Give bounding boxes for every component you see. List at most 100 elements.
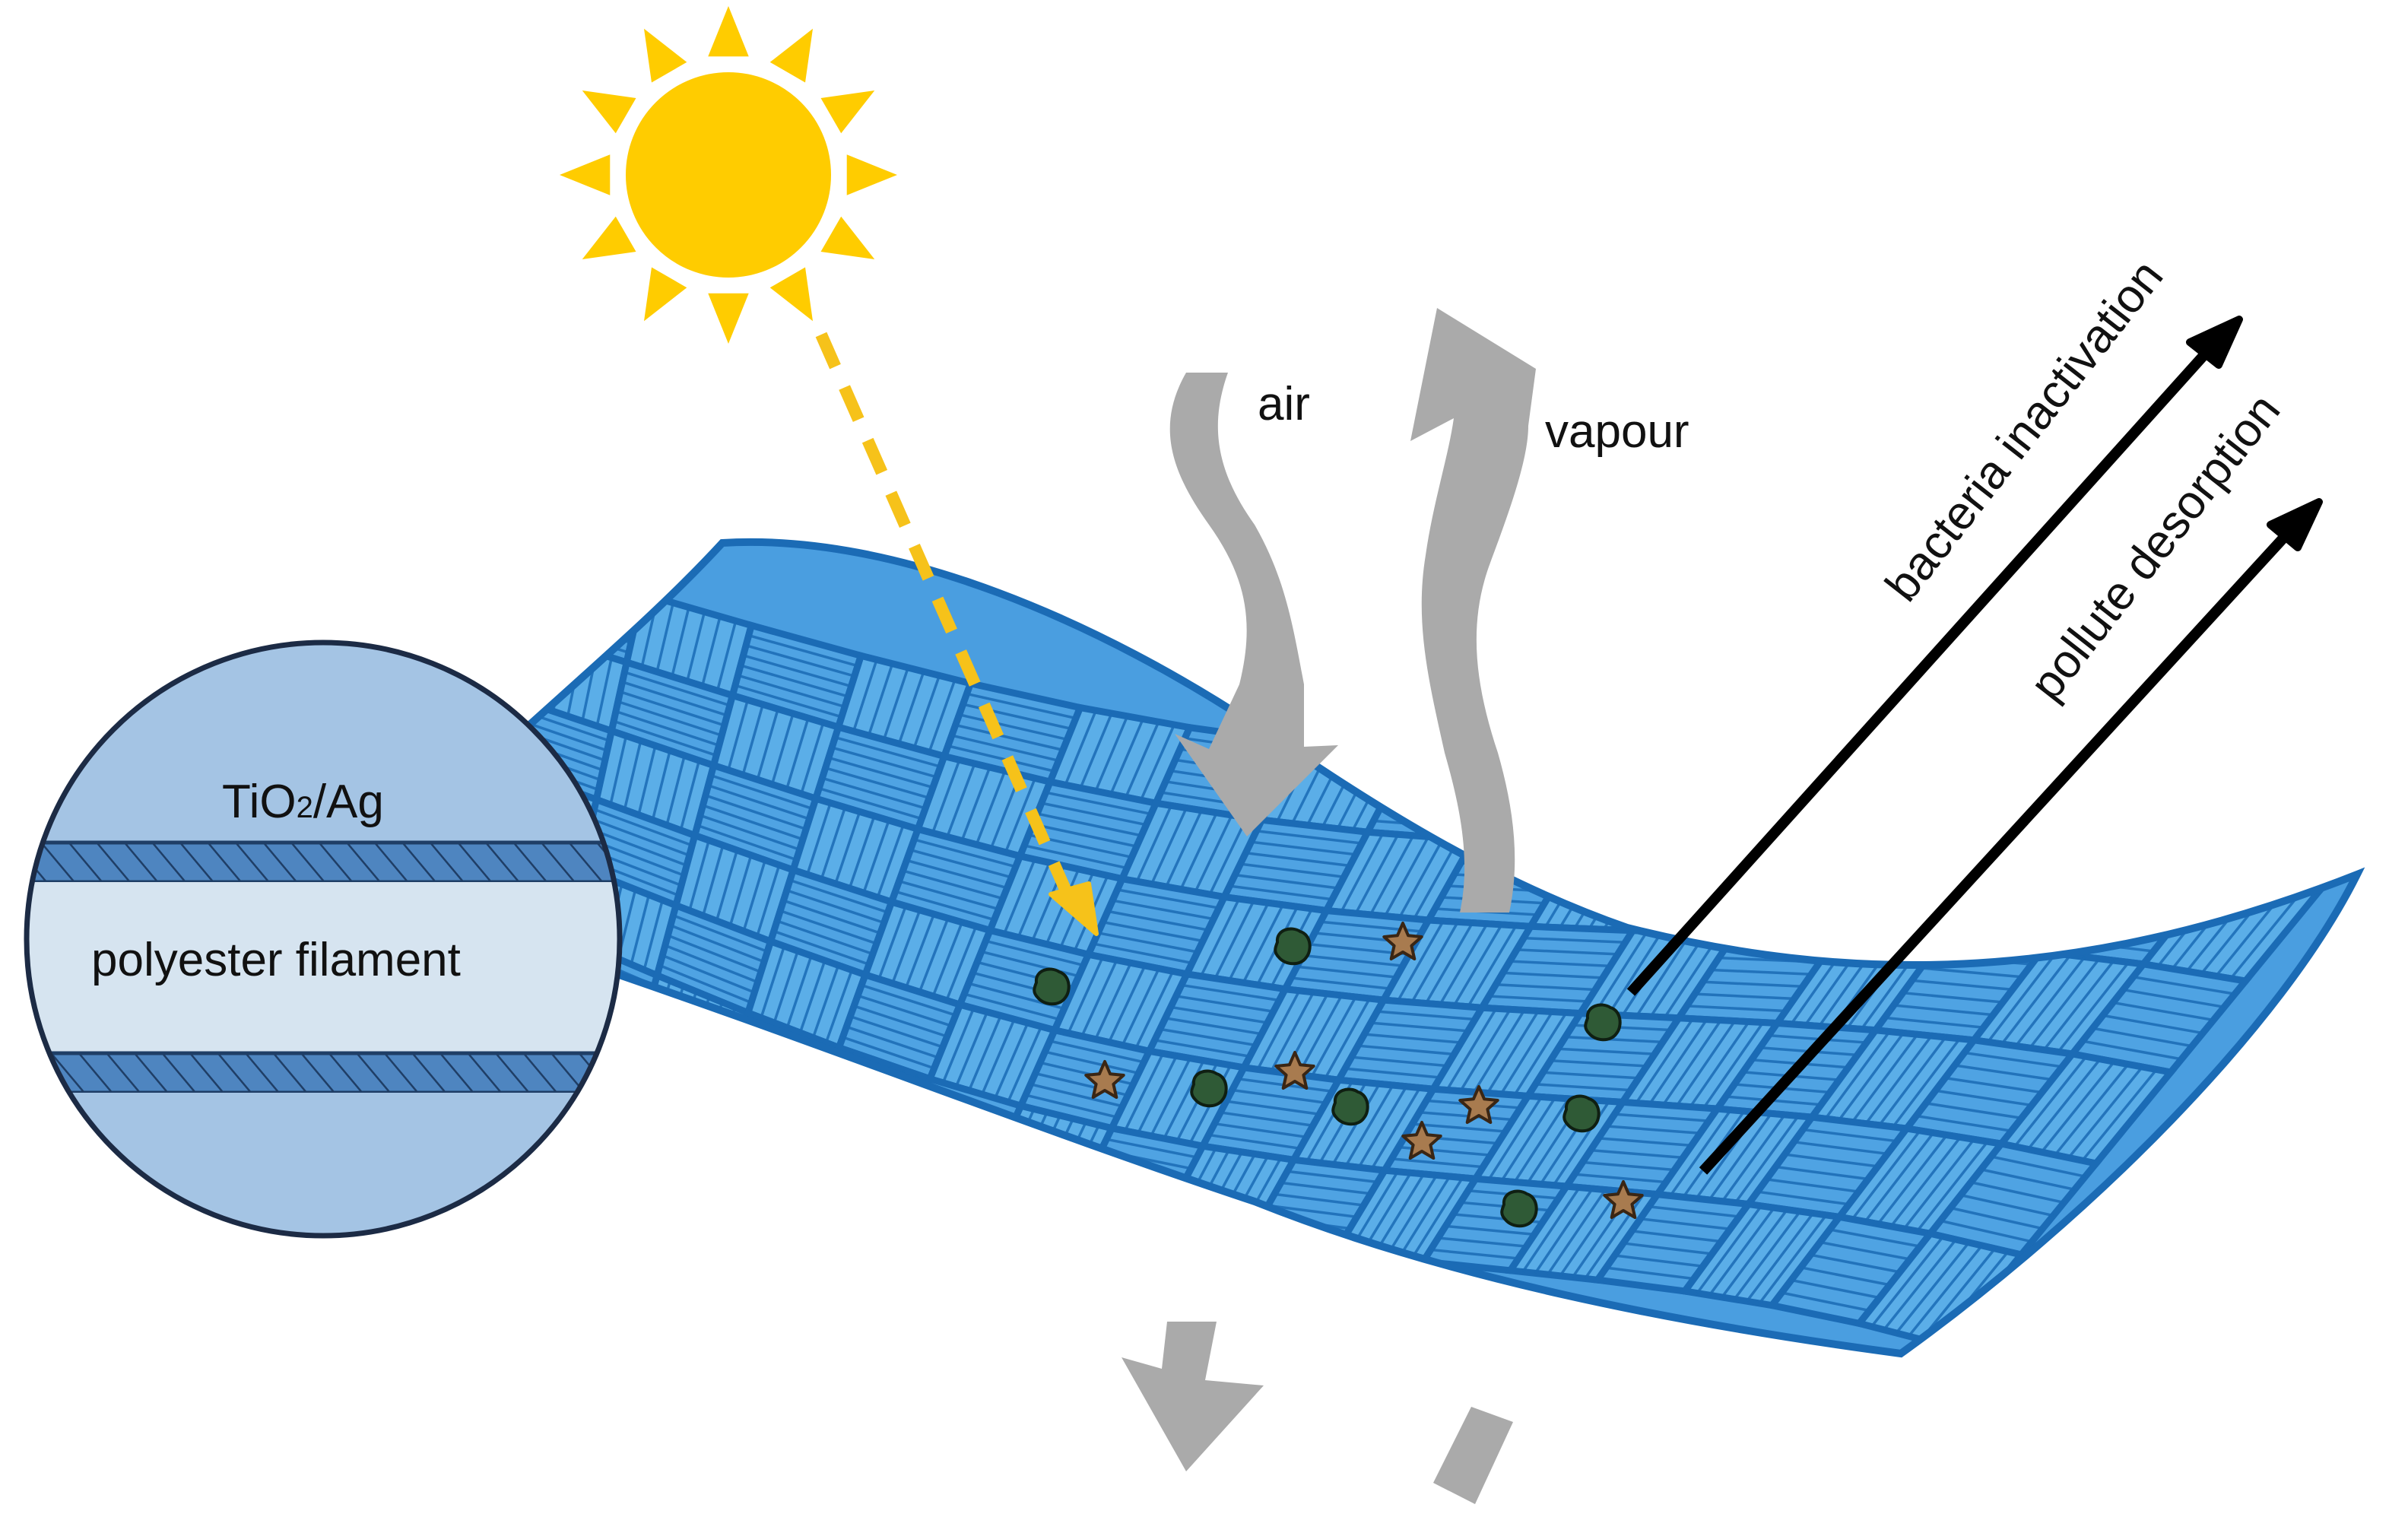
sun-ray xyxy=(644,28,687,83)
weave-thread xyxy=(1135,805,1172,883)
weave-thread xyxy=(1586,832,1693,838)
pollutant-particle-icon xyxy=(1382,922,1423,960)
weave-thread xyxy=(1251,840,1356,856)
sun-disc xyxy=(618,65,839,285)
weave-thread xyxy=(1396,920,1445,1002)
weave-thread xyxy=(806,802,832,875)
weave-thread xyxy=(831,746,938,779)
coating-label: TiO2/Ag xyxy=(222,776,384,828)
weave-thread xyxy=(1902,991,2003,1004)
weave-thread xyxy=(1164,810,1203,888)
weave-thread xyxy=(1134,970,1174,1049)
vapour-inflow-arrow xyxy=(1433,1407,1513,1504)
weave-thread xyxy=(993,1023,1030,1100)
weave-thread xyxy=(1226,1100,1320,1116)
weave-thread xyxy=(2198,782,2271,874)
filament-cross-section-inset: TiO2/Ag polyester filament xyxy=(24,640,623,1239)
weave-thread xyxy=(745,644,855,678)
weave-thread xyxy=(1123,1053,1164,1132)
weave-thread xyxy=(1049,1039,1144,1064)
weave-thread xyxy=(1935,1089,2032,1107)
weave-thread xyxy=(1762,849,1823,936)
weave-thread xyxy=(743,654,852,688)
weave-thread xyxy=(1079,1192,1168,1215)
weave-thread xyxy=(779,909,877,945)
weave-thread xyxy=(1944,1076,2042,1094)
weave-thread xyxy=(1175,995,1274,1013)
weave-thread xyxy=(861,1065,893,1141)
weave-thread xyxy=(1550,1059,1647,1068)
weave-thread xyxy=(1557,1047,1655,1055)
weave-thread xyxy=(906,859,1008,890)
weave-thread xyxy=(1574,1173,1667,1184)
pollutant-particle-icon xyxy=(1603,1180,1644,1219)
weave-thread xyxy=(1791,1278,1880,1300)
weave-thread xyxy=(877,906,907,980)
weave-thread xyxy=(1662,881,1767,887)
weave-thread xyxy=(903,1141,993,1173)
weave-thread xyxy=(967,1015,1002,1092)
weave-thread xyxy=(1908,1244,1984,1337)
weave-thread xyxy=(1235,873,1339,890)
weave-thread xyxy=(1017,862,1051,938)
weave-thread xyxy=(2254,821,2357,840)
weave-thread xyxy=(1699,764,1755,849)
weave-thread xyxy=(1413,838,1460,920)
weave-thread xyxy=(1547,1189,1607,1275)
weave-thread xyxy=(738,1042,829,1081)
weave-tile xyxy=(1933,852,2115,956)
weave-thread xyxy=(1139,724,1175,801)
weave-thread xyxy=(2264,808,2357,827)
weave-thread xyxy=(1487,1096,1543,1181)
weave-thread xyxy=(825,767,930,799)
weave-thread xyxy=(1655,893,1759,900)
weave-thread xyxy=(1391,1157,1483,1169)
weave-thread xyxy=(1821,850,1883,938)
weave-thread xyxy=(688,840,710,912)
weave-thread xyxy=(1149,1058,1191,1138)
weave-thread xyxy=(945,925,978,1001)
pollute-desorption-arrow xyxy=(1699,498,2323,1175)
weave-thread xyxy=(1911,979,2013,992)
weave-thread xyxy=(1590,1148,1683,1160)
weave-thread xyxy=(1165,1017,1262,1036)
weave-thread xyxy=(1521,1186,1581,1273)
weave-thread xyxy=(1582,1160,1675,1172)
weave-thread xyxy=(852,659,878,732)
weave-thread xyxy=(522,633,538,702)
weave-thread xyxy=(727,700,750,771)
weave-thread xyxy=(2153,777,2224,868)
weave-thread xyxy=(1377,1010,1476,1021)
weave-thread xyxy=(789,878,889,914)
weave-thread xyxy=(2043,959,2116,1051)
weave-thread xyxy=(2010,860,2080,950)
weave-thread xyxy=(2057,961,2130,1053)
weave-thread xyxy=(2027,1058,2102,1150)
weave-thread xyxy=(670,924,765,963)
weave-thread xyxy=(630,894,651,965)
weave-thread xyxy=(1777,849,1838,936)
weave-thread xyxy=(1518,761,1567,844)
weave-thread xyxy=(1232,1088,1326,1104)
weave-thread xyxy=(882,667,909,741)
hatched-interface-top xyxy=(27,840,620,884)
weave-thread xyxy=(1883,1238,1958,1331)
weave-thread xyxy=(1669,1109,1732,1197)
weave-thread xyxy=(679,760,701,831)
weave-thread xyxy=(1648,1018,1708,1105)
weave-thread xyxy=(1227,903,1270,982)
weave-thread xyxy=(1351,1055,1448,1068)
weave-thread xyxy=(2082,1039,2182,1061)
weave-thread xyxy=(1383,836,1429,918)
weave-thread xyxy=(820,807,846,881)
weave-thread xyxy=(1696,1205,1763,1294)
sun-ray xyxy=(582,90,636,134)
weave-thread xyxy=(1084,1182,1174,1204)
weave-thread xyxy=(2229,886,2307,979)
weave-thread xyxy=(1996,859,2064,949)
weave-thread xyxy=(1970,1181,2064,1205)
weave-thread xyxy=(1500,1097,1556,1182)
weave-thread xyxy=(821,776,926,810)
weave-thread xyxy=(1870,1235,1945,1328)
weave-thread xyxy=(1986,767,2052,856)
